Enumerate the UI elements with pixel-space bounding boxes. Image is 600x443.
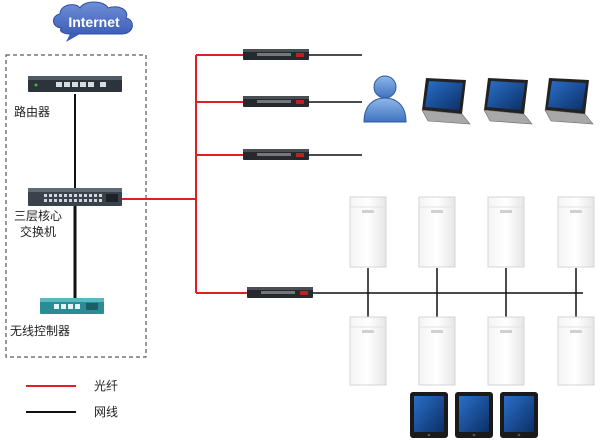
access-switch-4 bbox=[247, 287, 313, 298]
ethernet-links bbox=[309, 54, 583, 318]
core-switch-label-line2: 交换机 bbox=[20, 224, 56, 239]
access-switch-1 bbox=[243, 49, 309, 60]
tablet-icon-1 bbox=[410, 392, 448, 438]
core-switch-icon bbox=[28, 188, 122, 206]
core-switch-label-line1: 三层核心 bbox=[14, 209, 62, 223]
access-point-8 bbox=[557, 316, 595, 386]
core-network-boundary bbox=[5, 54, 147, 358]
router-label: 路由器 bbox=[14, 104, 50, 119]
access-point-2 bbox=[418, 196, 456, 268]
access-point-1 bbox=[349, 196, 387, 268]
legend-fiber-label: 光纤 bbox=[94, 379, 118, 393]
laptop-icon-1 bbox=[421, 78, 471, 125]
user-icon bbox=[363, 75, 407, 123]
access-point-5 bbox=[349, 316, 387, 386]
wireless-controller-label: 无线控制器 bbox=[10, 324, 70, 338]
laptop-icon-3 bbox=[544, 78, 594, 125]
access-point-6 bbox=[418, 316, 456, 386]
access-point-7 bbox=[487, 316, 525, 386]
legend-ethernet-label: 网线 bbox=[94, 405, 118, 419]
internet-cloud: Internet bbox=[53, 1, 133, 42]
access-point-3 bbox=[487, 196, 525, 268]
legend: 光纤 网线 bbox=[26, 379, 118, 419]
wireless-controller-icon bbox=[40, 298, 104, 314]
access-point-4 bbox=[557, 196, 595, 268]
tablet-icon-2 bbox=[455, 392, 493, 438]
laptop-icon-2 bbox=[483, 78, 533, 125]
access-switch-2 bbox=[243, 96, 309, 107]
fiber-backbone bbox=[122, 54, 247, 294]
router-icon bbox=[28, 76, 122, 92]
access-switch-3 bbox=[243, 149, 309, 160]
tablet-icon-3 bbox=[500, 392, 538, 438]
internet-label: Internet bbox=[68, 14, 120, 30]
